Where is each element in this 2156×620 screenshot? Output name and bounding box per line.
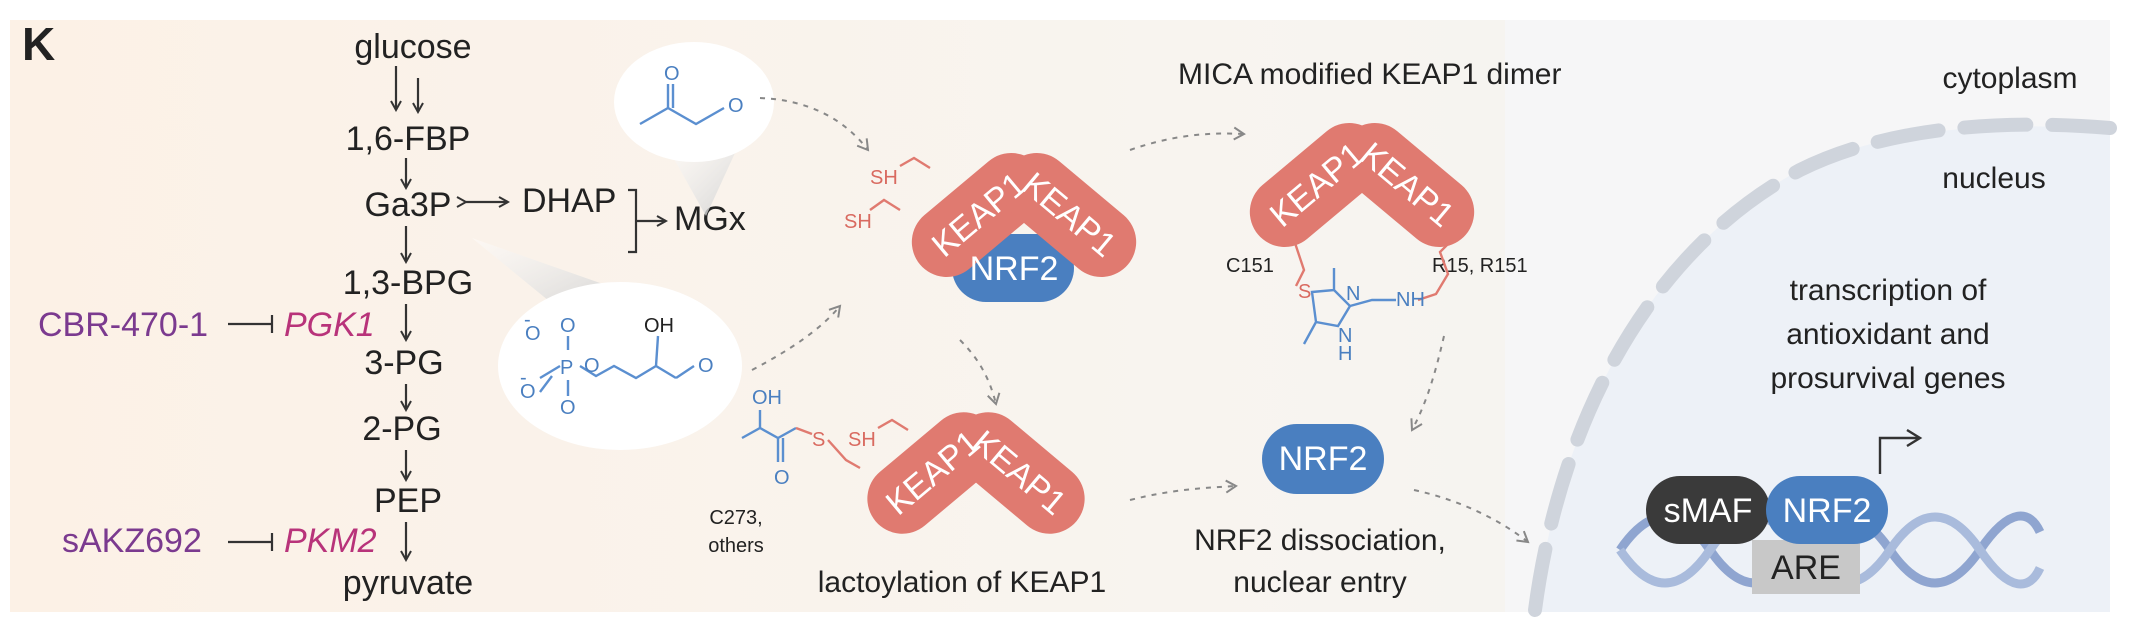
nucleus-contents: cytoplasm nucleus transcription of antio… xyxy=(1616,62,2078,594)
dhap-minus-2: - xyxy=(520,367,527,389)
metabolite-fbp: 1,6-FBP xyxy=(346,120,471,158)
arrow-keap1-to-mica xyxy=(1129,126,1246,151)
arrow-mica-to-nrf2 xyxy=(1410,335,1445,432)
mgx-structure xyxy=(639,84,725,126)
dhap-phosphorus: P xyxy=(560,357,573,379)
lactoylated-keap1: KEAP1 KEAP1 SH OH O S C273, others lacto… xyxy=(708,387,1106,599)
metabolite-pep: PEP xyxy=(374,482,442,520)
lactoyl-o: O xyxy=(774,467,790,489)
free-nrf2-pill xyxy=(1262,424,1384,494)
lactoylation-caption: lactoylation of KEAP1 xyxy=(818,566,1107,599)
dhap-o-minus-1: O xyxy=(525,323,541,345)
c151-linker xyxy=(1292,239,1306,287)
arrow-dhap-to-keap1 xyxy=(751,304,842,371)
metabolite-dhap: DHAP xyxy=(522,182,616,220)
cys-side-chain-1 xyxy=(899,156,931,170)
imidazole-h: H xyxy=(1338,343,1352,365)
mica-sulfur: S xyxy=(1298,281,1311,303)
lactoyl-group xyxy=(741,410,797,462)
transcription-caption-2: antioxidant and xyxy=(1786,318,1990,351)
imidazole-n: N xyxy=(1346,283,1360,305)
arrow-nrf2-to-nucleus xyxy=(1413,489,1530,544)
c151-label: C151 xyxy=(1226,255,1274,277)
cytoplasm-label: cytoplasm xyxy=(1942,62,2077,95)
mgx-oxygen-2: O xyxy=(728,95,744,117)
metabolite-ga3p: Ga3P xyxy=(365,186,452,224)
are-element xyxy=(1752,540,1860,594)
lactoyl-thioester xyxy=(795,426,861,470)
c273-label-2: others xyxy=(708,535,764,557)
imidazole-ring xyxy=(1302,268,1396,345)
enzyme-pkm2: PKM2 xyxy=(284,522,377,560)
metabolite-2pg: 2-PG xyxy=(362,410,441,448)
dhap-bubble xyxy=(498,282,742,450)
r15-r151-label: R15, R151 xyxy=(1432,255,1528,277)
panel-label: K xyxy=(22,18,55,70)
transcription-start-arrow xyxy=(1878,438,1920,474)
cys-side-chain-2 xyxy=(869,198,901,212)
arrow-mgx-to-keap1 xyxy=(759,97,870,152)
dhap-o-top: O xyxy=(560,315,576,337)
nucleus-label: nucleus xyxy=(1942,162,2045,195)
flow-arrows xyxy=(751,97,1530,544)
dhap-bubble: O - P O O O - O OH O xyxy=(472,238,742,450)
keap1-nrf2-complex: KEAP1 KEAP1 NRF2 SH SH xyxy=(844,153,1137,302)
lactoyl-oh: OH xyxy=(752,387,782,409)
c273-label-1: C273, xyxy=(709,507,762,529)
dhap-o-aldehyde: O xyxy=(698,355,714,377)
arrow-keap1-to-lactoyl xyxy=(959,339,1001,406)
metabolite-bpg: 1,3-BPG xyxy=(343,264,473,302)
nrf2-bound-label: NRF2 xyxy=(970,250,1059,288)
imidazole-n-lower: N xyxy=(1338,325,1352,347)
dhap-o-minus-2: O xyxy=(520,381,536,403)
metabolite-pyruvate: pyruvate xyxy=(343,564,473,602)
inhibitor-sakz692: sAKZ692 xyxy=(62,522,202,560)
inhibitors: CBR-470-1 PGK1 sAKZ692 PKM2 xyxy=(38,306,377,560)
imidazole-nh: NH xyxy=(1396,289,1425,311)
dhap-o-ester: O xyxy=(584,355,600,377)
smaf-pill xyxy=(1646,476,1770,544)
dhap-o-bottom: O xyxy=(560,397,576,419)
dissociation-caption-1: NRF2 dissociation, xyxy=(1194,524,1446,557)
enzyme-pgk1: PGK1 xyxy=(284,306,375,344)
metabolite-3pg: 3-PG xyxy=(364,344,443,382)
free-nrf2: NRF2 NRF2 dissociation, nuclear entry xyxy=(1194,424,1446,599)
transcription-caption-3: prosurvival genes xyxy=(1770,362,2005,395)
smaf-label: sMAF xyxy=(1664,492,1753,530)
lactoyl-s: S xyxy=(812,429,825,451)
thiol-label-2: SH xyxy=(844,211,872,233)
mica-keap1-right xyxy=(1339,123,1475,247)
dhap-structure xyxy=(539,335,695,396)
transcription-caption-1: transcription of xyxy=(1790,274,1987,307)
mica-dimer-caption: MICA modified KEAP1 dimer xyxy=(1178,58,1561,91)
free-nrf2-label: NRF2 xyxy=(1279,440,1368,478)
glycolysis-pathway: glucose 1,6-FBP Ga3P 1,3-BPG 3-PG 2-PG P… xyxy=(343,28,746,602)
nucleus-nrf2-label: NRF2 xyxy=(1783,492,1872,530)
lact-free-cys xyxy=(877,418,909,432)
mgx-bubble xyxy=(614,42,774,162)
keap1-right-lobe xyxy=(1001,153,1137,277)
arrow-lactoyl-to-nrf2 xyxy=(1129,479,1238,501)
lact-keap1-right xyxy=(953,412,1085,534)
dhap-oh: OH xyxy=(644,315,674,337)
bracket-to-mgx xyxy=(628,188,666,254)
mgx-oxygen-1: O xyxy=(664,63,680,85)
arg-linker xyxy=(1417,237,1455,302)
thiol-label-1: SH xyxy=(870,167,898,189)
metabolite-glucose: glucose xyxy=(354,28,471,66)
are-label: ARE xyxy=(1771,549,1841,587)
lact-sh-label: SH xyxy=(848,429,876,451)
nucleus-nrf2-pill xyxy=(1766,476,1888,544)
inhibitor-cbr-470-1: CBR-470-1 xyxy=(38,306,208,344)
dhap-minus-1: - xyxy=(524,309,531,331)
nuclear-envelope xyxy=(1528,117,2117,617)
methylglyoxal-bubble: O O xyxy=(614,42,774,216)
dissociation-caption-2: nuclear entry xyxy=(1233,566,1406,599)
